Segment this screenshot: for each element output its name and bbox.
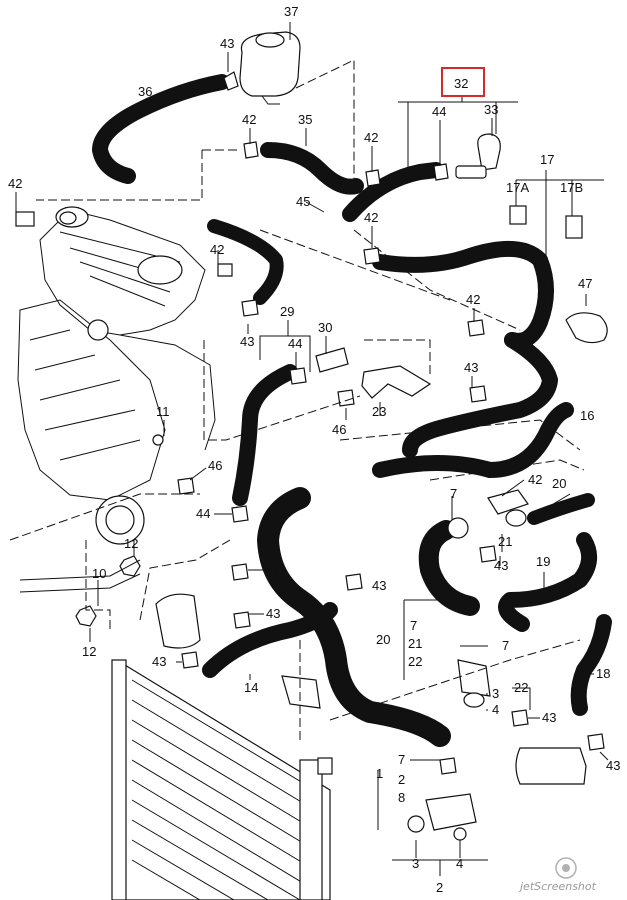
callout-11: 11: [156, 404, 170, 419]
engine-block: [17, 206, 216, 545]
callout-7: 7: [410, 618, 417, 633]
callout-43: 43: [464, 360, 478, 375]
callout-29: 29: [280, 304, 294, 319]
callout-8: 8: [398, 790, 405, 805]
callout-42: 42: [466, 292, 480, 307]
callout-7: 7: [398, 752, 405, 767]
watermark-text: jetScreenshot: [518, 880, 597, 893]
expansion-tank: [239, 31, 301, 105]
callout-46: 46: [332, 422, 346, 437]
callout-20: 20: [376, 632, 390, 647]
leader-lines: [9, 22, 609, 876]
callout-44: 44: [288, 336, 302, 351]
clamps: [177, 71, 605, 775]
callout-7: 7: [450, 486, 457, 501]
callout-2: 2: [398, 772, 405, 787]
callout-17A: 17A: [506, 180, 529, 195]
callout-42: 42: [210, 242, 224, 257]
callout-18: 18: [596, 666, 610, 681]
callout-20: 20: [552, 476, 566, 491]
callout-43: 43: [152, 654, 166, 669]
callout-42: 42: [8, 176, 22, 191]
callout-7: 7: [502, 638, 509, 653]
callout-3: 3: [412, 856, 419, 871]
callout-30: 30: [318, 320, 332, 335]
callout-46: 46: [208, 458, 222, 473]
callout-43: 43: [542, 710, 556, 725]
callout-45: 45: [296, 194, 310, 209]
callout-44: 44: [196, 506, 210, 521]
callout-22: 22: [514, 680, 528, 695]
callout-12: 12: [124, 536, 138, 551]
callout-36: 36: [138, 84, 152, 99]
callout-43: 43: [240, 334, 254, 349]
callout-32: 32: [454, 76, 468, 91]
callout-23: 23: [372, 404, 386, 419]
highlight-box-32: [441, 67, 485, 97]
callout-21: 21: [408, 636, 422, 651]
callout-33: 33: [484, 102, 498, 117]
callout-10: 10: [92, 566, 106, 581]
callout-42: 42: [364, 130, 378, 145]
callout-43: 43: [266, 606, 280, 621]
callout-labels: 37 43 36 42 35 42 32 44 33 17 17A 17B 42…: [8, 4, 620, 895]
callout-19: 19: [536, 554, 550, 569]
callout-14: 14: [244, 680, 258, 695]
callout-4: 4: [492, 702, 499, 717]
callout-17: 17: [540, 152, 554, 167]
connectors: [15, 133, 608, 841]
radiator: [111, 659, 333, 900]
camera-icon: [555, 857, 577, 879]
callout-21: 21: [498, 534, 512, 549]
callout-3: 3: [492, 686, 499, 701]
callout-43: 43: [220, 36, 234, 51]
callout-16: 16: [580, 408, 594, 423]
callout-44: 44: [432, 104, 446, 119]
callout-12: 12: [82, 644, 96, 659]
callout-2: 2: [436, 880, 443, 895]
watermark: jetScreenshot: [518, 857, 597, 893]
callout-22: 22: [408, 654, 422, 669]
callout-42: 42: [242, 112, 256, 127]
callout-35: 35: [298, 112, 312, 127]
hoses: [92, 74, 612, 747]
callout-43: 43: [264, 562, 278, 577]
callout-17B: 17B: [560, 180, 583, 195]
callout-4: 4: [456, 856, 463, 871]
callout-43: 43: [372, 578, 386, 593]
callout-1: 1: [376, 766, 383, 781]
callout-43: 43: [494, 558, 508, 573]
callout-42: 42: [364, 210, 378, 225]
callout-47: 47: [578, 276, 592, 291]
callout-42: 42: [528, 472, 542, 487]
callout-37: 37: [284, 4, 298, 19]
callout-43: 43: [606, 758, 620, 773]
